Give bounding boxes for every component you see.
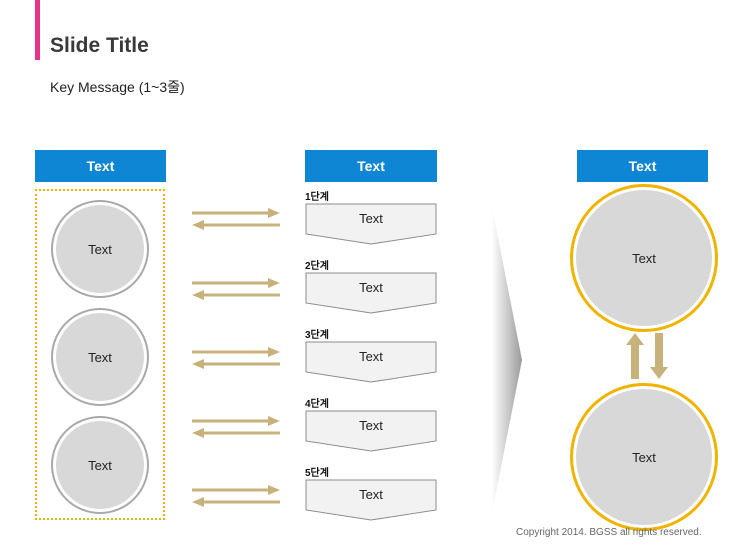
copyright-text: Copyright 2014. BGSS all rights reserved… (516, 527, 702, 538)
stage-3-label: 3단계 (305, 330, 329, 341)
stage-3-chevron: Text (305, 341, 437, 383)
stage-4-label: 4단계 (305, 399, 329, 410)
key-message: Key Message (1~3줄) (50, 79, 185, 95)
left-circle-2: Text (56, 313, 144, 401)
stage-1-label: 1단계 (305, 192, 329, 203)
stage-4-text: Text (359, 418, 383, 433)
stage-2-chevron: Text (305, 272, 437, 314)
right-circle-bottom: Text (576, 389, 712, 525)
left-circle-3: Text (56, 421, 144, 509)
stage-3-text: Text (359, 349, 383, 364)
stage-1-text: Text (359, 211, 383, 226)
left-circle-1: Text (56, 205, 144, 293)
double-arrow-4 (192, 416, 280, 438)
double-arrow-2 (192, 278, 280, 300)
right-column-header: Text (577, 150, 708, 182)
double-arrow-1 (192, 208, 280, 230)
double-arrow-3 (192, 347, 280, 369)
stage-5-label: 5단계 (305, 468, 329, 479)
left-group-frame (35, 189, 165, 520)
left-column-header: Text (35, 150, 166, 182)
big-chevron-arrow (492, 207, 522, 513)
stage-2-text: Text (359, 280, 383, 295)
stage-5-text: Text (359, 487, 383, 502)
stage-4-chevron: Text (305, 410, 437, 452)
title-accent-bar (35, 0, 40, 60)
slide-title: Slide Title (50, 34, 149, 57)
middle-column-header: Text (305, 150, 437, 182)
up-down-arrows (626, 333, 668, 379)
stage-5-chevron: Text (305, 479, 437, 521)
stage-2-label: 2단계 (305, 261, 329, 272)
right-circle-top: Text (576, 190, 712, 326)
stage-1-chevron: Text (305, 203, 437, 245)
double-arrow-5 (192, 485, 280, 507)
